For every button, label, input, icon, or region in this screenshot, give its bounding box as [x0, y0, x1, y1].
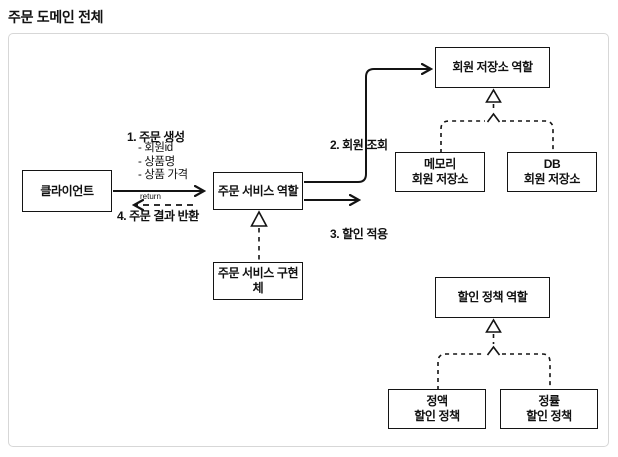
- node-client: 클라이언트: [22, 170, 112, 212]
- node-memory-member-repo-line2: 회원 저장소: [411, 172, 469, 186]
- param-product-name: - 상품명: [138, 155, 175, 168]
- diagram-canvas: [8, 33, 609, 447]
- page-title: 주문 도메인 전체: [8, 9, 104, 25]
- node-discount-policy-role-label: 할인 정책 역할: [457, 290, 528, 304]
- node-order-service-role-label: 주문 서비스 역할: [217, 183, 299, 198]
- node-discount-policy-role: 할인 정책 역할: [435, 277, 550, 318]
- node-rate-discount-policy: 정률 할인 정책: [500, 389, 598, 429]
- realization-order-service: [250, 210, 268, 262]
- edge-label-return: return: [140, 192, 161, 201]
- node-member-repo-role-label: 회원 저장소 역할: [452, 60, 533, 74]
- node-db-member-repo-line2: 회원 저장소: [523, 172, 581, 186]
- realization-member-repo: [440, 88, 554, 153]
- param-member-id: - 회원id: [138, 142, 173, 154]
- node-fixed-discount-policy: 정액 할인 정책: [388, 389, 486, 429]
- node-db-member-repo: DB 회원 저장소: [507, 152, 597, 192]
- node-memory-member-repo: 메모리 회원 저장소: [395, 152, 485, 192]
- node-rate-discount-policy-line1: 정률: [538, 394, 560, 408]
- node-client-label: 클라이언트: [40, 183, 94, 198]
- node-fixed-discount-policy-line1: 정액: [426, 394, 448, 408]
- edge-label-member-lookup: 2. 회원 조회: [330, 138, 388, 152]
- generalization-triangle-discount: [485, 318, 502, 333]
- edge-label-order-result: 4. 주문 결과 반환: [117, 209, 199, 223]
- edge-label-order-create: 1. 주문 생성: [127, 130, 185, 144]
- node-member-repo-role: 회원 저장소 역할: [435, 47, 550, 88]
- node-order-service-role: 주문 서비스 역할: [213, 172, 303, 210]
- realization-discount-policy: [437, 318, 551, 390]
- generalization-triangle-member: [485, 88, 502, 103]
- param-product-price: - 상품 가격: [138, 169, 188, 181]
- node-rate-discount-policy-line2: 할인 정책: [526, 409, 572, 423]
- edge-label-order-create-params: - 회원id - 상품명 - 상품 가격: [138, 142, 188, 183]
- node-order-service-impl-label: 주문 서비스 구현체: [217, 266, 299, 295]
- node-db-member-repo-line1: DB: [543, 157, 561, 171]
- node-memory-member-repo-line1: 메모리: [424, 157, 456, 171]
- node-fixed-discount-policy-line2: 할인 정책: [414, 409, 460, 423]
- edge-label-discount-apply: 3. 할인 적용: [330, 227, 388, 241]
- node-order-service-impl: 주문 서비스 구현체: [213, 262, 303, 300]
